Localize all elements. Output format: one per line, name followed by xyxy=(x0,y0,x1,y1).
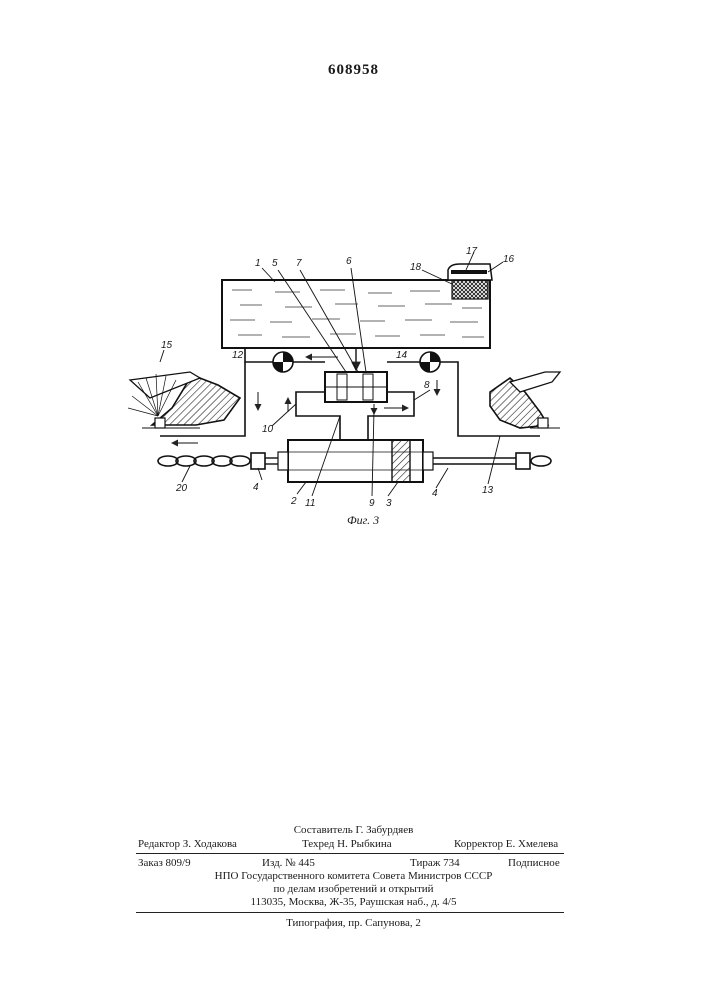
printer: Типография, пр. Сапунова, 2 xyxy=(0,917,707,930)
label-13: 13 xyxy=(482,485,494,496)
label-6: 6 xyxy=(346,256,352,267)
tank xyxy=(222,280,490,348)
label-15: 15 xyxy=(161,340,173,351)
label-18: 18 xyxy=(410,262,422,273)
label-9: 9 xyxy=(369,498,375,509)
organization-line-2: по делам изобретений и открытий xyxy=(0,883,707,896)
label-4-left: 4 xyxy=(253,482,259,493)
technical-figure: 1 5 7 6 18 17 16 15 12 14 8 10 20 4 2 11… xyxy=(0,0,707,540)
label-20: 20 xyxy=(175,483,188,494)
chain xyxy=(158,453,265,469)
label-3: 3 xyxy=(386,498,392,509)
pressure-gauge-right xyxy=(420,352,440,372)
label-4-right: 4 xyxy=(432,488,438,499)
corrector: Корректор Е. Хмелева xyxy=(454,838,558,851)
hydraulic-cylinder xyxy=(278,440,433,482)
label-16: 16 xyxy=(503,254,515,265)
editor: Редактор З. Ходакова xyxy=(138,838,237,851)
address: 113035, Москва, Ж-35, Раушская наб., д. … xyxy=(0,896,707,909)
divider-top xyxy=(136,853,564,854)
label-14: 14 xyxy=(396,350,408,361)
pressure-gauge-left xyxy=(273,352,293,372)
subscription: Подписное xyxy=(508,857,560,870)
techred: Техред Н. Рыбкина xyxy=(302,838,392,851)
label-8: 8 xyxy=(424,380,430,391)
label-5: 5 xyxy=(272,258,278,269)
label-17: 17 xyxy=(466,246,478,257)
filter-cap xyxy=(448,264,492,299)
order-number: Заказ 809/9 xyxy=(138,857,191,870)
cutter-right xyxy=(490,372,560,428)
print-run: Тираж 734 xyxy=(410,857,460,870)
label-2: 2 xyxy=(290,496,297,507)
edition-number: Изд. № 445 xyxy=(262,857,315,870)
label-12: 12 xyxy=(232,350,244,361)
figure-caption: Фиг. 3 xyxy=(347,513,379,527)
cutter-left xyxy=(128,372,240,428)
divider-bottom xyxy=(136,912,564,913)
distributor-block xyxy=(325,348,387,402)
compiler-line: Составитель Г. Забурдяев xyxy=(0,824,707,837)
chain-end-right xyxy=(516,453,551,469)
label-10: 10 xyxy=(262,424,274,435)
organization-line-1: НПО Государственного комитета Совета Мин… xyxy=(0,870,707,883)
label-1: 1 xyxy=(255,258,261,269)
label-7: 7 xyxy=(296,258,302,269)
label-11: 11 xyxy=(305,498,315,509)
